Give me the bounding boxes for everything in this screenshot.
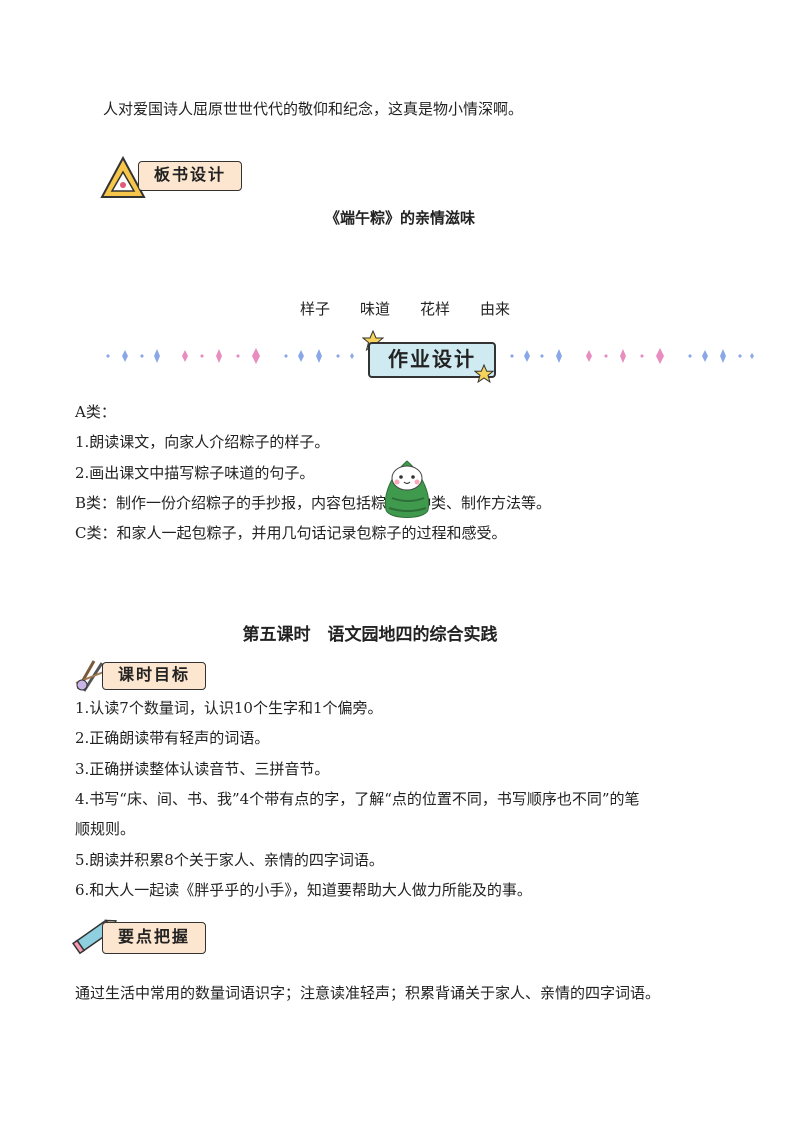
sparkle-divider-right — [510, 348, 754, 364]
goal-item: 3.正确拼读整体认读音节、三拼音节。 — [75, 760, 330, 778]
homework-banner: 作业设计 — [368, 342, 496, 378]
homework-line: A类： — [75, 403, 116, 421]
goals-label: 课时目标 — [102, 662, 206, 690]
goal-item: 1.认读7个数量词，认识10个生字和1个偏旁。 — [75, 699, 383, 717]
star-icon — [474, 364, 494, 384]
board-design-label: 板书设计 — [138, 161, 242, 191]
intro-paragraph: 人对爱国诗人屈原世世代代的敬仰和纪念，这真是物小情深啊。 — [103, 100, 524, 118]
key-points-label: 要点把握 — [102, 922, 206, 954]
homework-line: 2.画出课文中描写粽子味道的句子。 — [75, 464, 315, 482]
goal-item: 2.正确朗读带有轻声的词语。 — [75, 729, 270, 747]
keyword: 花样 — [419, 300, 450, 318]
goal-item: 4.书写“床、间、书、我”4个带有点的字，了解“点的位置不同，书写顺序也不同”的… — [75, 790, 640, 808]
key-points-text: 通过生活中常用的数量词语识字；注意读准轻声；积累背诵关于家人、亲情的四字词语。 — [75, 984, 661, 1002]
sparkle-divider-left — [106, 348, 354, 364]
homework-line: C类：和家人一起包粽子，并用几句话记录包粽子的过程和感受。 — [75, 524, 507, 542]
homework-line: 1.朗读课文，向家人介绍粽子的样子。 — [75, 433, 330, 451]
homework-line: B类：制作一份介绍粽子的手抄报，内容包括粽子的种类、制作方法等。 — [75, 494, 552, 512]
goal-item: 5.朗读并积累8个关于家人、亲情的四字词语。 — [75, 851, 384, 869]
zongzi-icon — [384, 460, 430, 518]
lesson5-title: 第五课时 语文园地四的综合实践 — [242, 625, 498, 645]
board-keywords: 样子 味道 花样 由来 — [300, 299, 510, 319]
keyword: 由来 — [479, 300, 510, 318]
brush-pen-icon — [75, 660, 107, 692]
goal-item-continued: 顺规则。 — [75, 820, 136, 838]
keyword: 样子 — [300, 300, 331, 318]
triangle-ruler-icon — [100, 155, 146, 198]
keyword: 味道 — [359, 300, 390, 318]
board-design-title: 《端午粽》的亲情滋味 — [324, 209, 475, 227]
goal-item: 6.和大人一起读《胖乎乎的小手》，知道要帮助大人做力所能及的事。 — [75, 881, 532, 899]
